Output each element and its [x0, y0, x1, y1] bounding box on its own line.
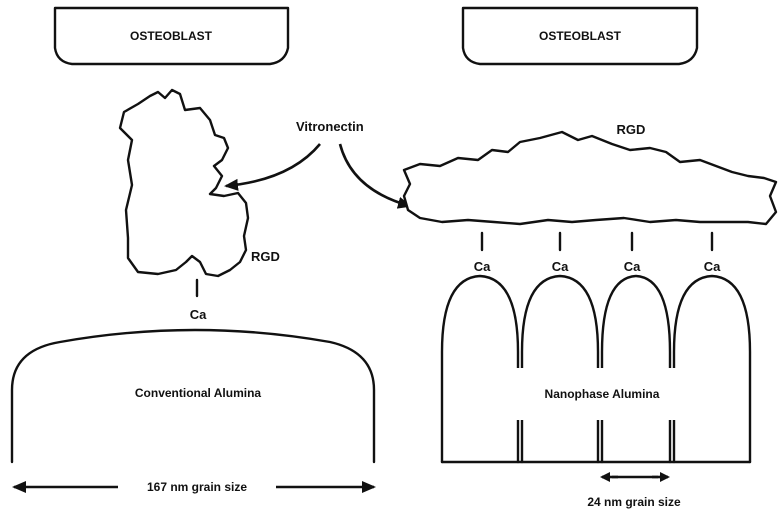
conventional-alumina-label: Conventional Alumina: [135, 386, 262, 400]
nano-grain: [442, 276, 518, 462]
osteoblast-left-label: OSTEOBLAST: [130, 29, 213, 43]
grain-size-left-label: 167 nm grain size: [147, 480, 247, 494]
ca-left-label: Ca: [190, 307, 207, 322]
conventional-alumina-grain: Conventional Alumina: [12, 330, 374, 462]
grain-size-arrow-left: 167 nm grain size: [14, 480, 374, 494]
vitronectin-arrow-right: [340, 144, 410, 206]
rgd-right-label: RGD: [617, 122, 646, 137]
vitronectin-label: Vitronectin: [296, 119, 364, 134]
ca-bonds-right: Ca Ca Ca Ca: [474, 233, 721, 274]
grain-size-right-label: 24 nm grain size: [587, 495, 681, 509]
vitronectin-arrow-left: [226, 144, 320, 186]
ca-right-label-1: Ca: [474, 259, 491, 274]
grain-size-arrow-right: 24 nm grain size: [587, 477, 681, 509]
nanophase-alumina-grains: Nanophase Alumina: [442, 276, 750, 462]
ca-right-label-4: Ca: [704, 259, 721, 274]
osteoblast-right-label: OSTEOBLAST: [539, 29, 622, 43]
nano-grain: [674, 276, 750, 462]
nanophase-alumina-label: Nanophase Alumina: [545, 387, 660, 401]
vitronectin-molecule-right: [404, 132, 776, 224]
osteoblast-left: OSTEOBLAST: [55, 8, 288, 64]
ca-right-label-3: Ca: [624, 259, 641, 274]
ca-right-label-2: Ca: [552, 259, 569, 274]
vitronectin-molecule-left: [120, 90, 248, 276]
rgd-left-label: RGD: [251, 249, 280, 264]
osteoblast-right: OSTEOBLAST: [463, 8, 697, 64]
